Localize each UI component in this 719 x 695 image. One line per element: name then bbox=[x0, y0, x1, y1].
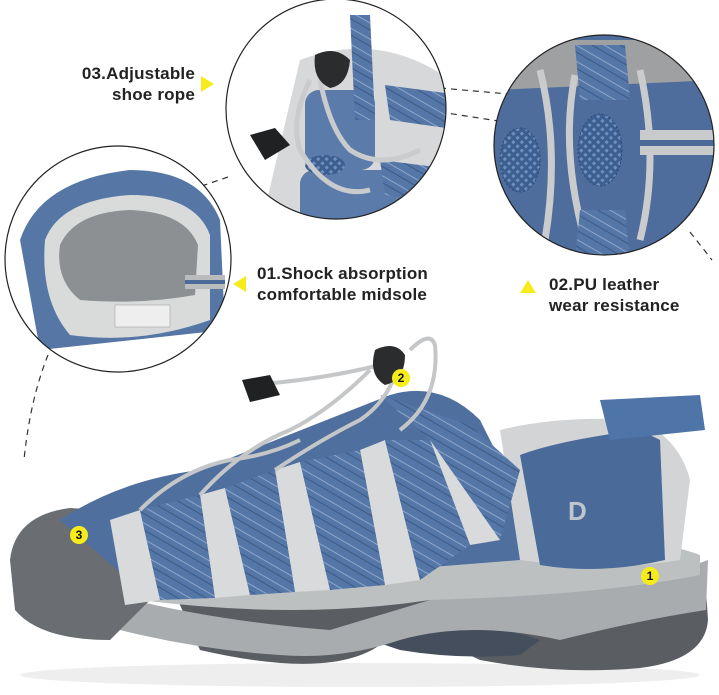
marker-1: 1 bbox=[641, 567, 659, 585]
callout-01-subtitle: comfortable midsole bbox=[257, 285, 428, 304]
pointer-triangle-03 bbox=[201, 76, 214, 92]
callout-03-title: 03.Adjustable bbox=[81, 64, 195, 83]
pointer-triangle-02 bbox=[520, 280, 536, 293]
inset-lace-toggle bbox=[226, 0, 446, 219]
marker-3: 3 bbox=[70, 526, 88, 544]
inset-upper bbox=[494, 35, 714, 255]
callout-03-subtitle: shoe rope bbox=[111, 85, 195, 104]
callout-02-subtitle: wear resistance bbox=[549, 296, 680, 315]
callout-02: 02.PU leather wear resistance bbox=[549, 274, 719, 316]
marker-2: 2 bbox=[392, 369, 410, 387]
callout-01: 01.Shock absorption comfortable midsole bbox=[257, 263, 457, 305]
callout-03: 03.Adjustable shoe rope bbox=[40, 63, 195, 105]
inset-footbed bbox=[5, 146, 231, 372]
svg-text:D: D bbox=[568, 496, 587, 526]
main-sandal: D bbox=[10, 336, 708, 687]
pointer-triangle-01 bbox=[233, 276, 246, 292]
callout-01-title: 01.Shock absorption bbox=[257, 264, 429, 283]
callout-02-title: 02.PU leather bbox=[549, 275, 660, 294]
